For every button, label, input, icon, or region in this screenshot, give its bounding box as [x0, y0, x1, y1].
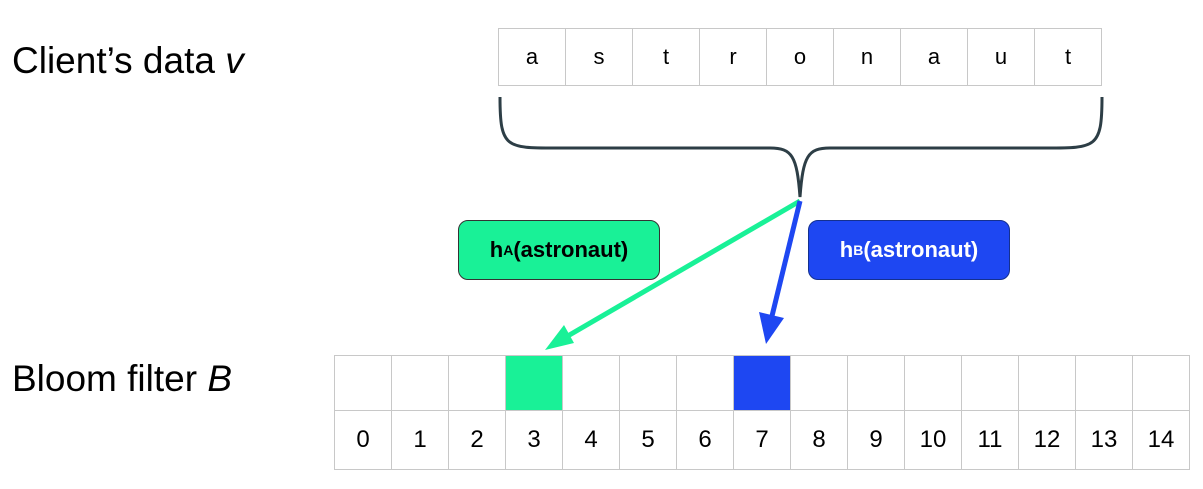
bloom-bit-cell	[790, 355, 848, 411]
bloom-bit-cell	[1075, 355, 1133, 411]
bloom-index-cell: 7	[733, 410, 791, 470]
bloom-bit-cell	[391, 355, 449, 411]
bloom-index-cell: 12	[1018, 410, 1076, 470]
bloom-index-cell: 5	[619, 410, 677, 470]
bloom-index-cell: 14	[1132, 410, 1190, 470]
hash-a-arrow-head	[545, 325, 574, 350]
bloom-filter-variable: B	[207, 358, 233, 399]
bloom-filter-label-text: Bloom filter	[12, 358, 208, 399]
bloom-bit-cell	[334, 355, 392, 411]
bloom-index-cell: 10	[904, 410, 962, 470]
bloom-bit-cell	[448, 355, 506, 411]
bloom-index-cell: 2	[448, 410, 506, 470]
bloom-index-cell: 3	[505, 410, 563, 470]
bloom-filter-label: Bloom filter B	[12, 360, 232, 397]
hash-b-arrow-line	[769, 200, 803, 317]
hash-b-subscript: B	[853, 242, 864, 258]
bloom-bit-cell	[847, 355, 905, 411]
client-data-label-text: Client’s data	[12, 40, 226, 81]
bloom-bit-cell	[1018, 355, 1076, 411]
client-data-variable: v	[225, 40, 244, 81]
bloom-index-cell: 13	[1075, 410, 1133, 470]
client-data-label: Client’s data v	[12, 42, 244, 79]
hash-b-argument: (astronaut)	[863, 237, 979, 262]
bloom-bit-cell-set-b	[733, 355, 791, 411]
client-data-cell: t	[1034, 28, 1102, 86]
bloom-bit-cell	[619, 355, 677, 411]
bloom-index-cell: 9	[847, 410, 905, 470]
hash-a-argument: (astronaut)	[513, 237, 629, 262]
bloom-index-cell: 0	[334, 410, 392, 470]
bloom-bit-cell	[904, 355, 962, 411]
bloom-index-cell: 8	[790, 410, 848, 470]
hash-a-arrow-line	[564, 198, 802, 340]
hash-b-arrow-head	[759, 312, 784, 344]
bloom-bit-cell	[961, 355, 1019, 411]
bloom-index-cell: 11	[961, 410, 1019, 470]
hash-a-name: h	[489, 237, 504, 262]
bloom-index-cell: 6	[676, 410, 734, 470]
bloom-filter-bits	[334, 355, 1190, 411]
bloom-index-cell: 4	[562, 410, 620, 470]
bloom-bit-cell-set-a	[505, 355, 563, 411]
hash-b-name: h	[839, 237, 854, 262]
hash-a-subscript: A	[503, 242, 514, 258]
bloom-bit-cell	[562, 355, 620, 411]
bloom-bit-cell	[1132, 355, 1190, 411]
bloom-index-cell: 1	[391, 410, 449, 470]
curly-brace	[498, 96, 1104, 198]
bloom-bit-cell	[676, 355, 734, 411]
